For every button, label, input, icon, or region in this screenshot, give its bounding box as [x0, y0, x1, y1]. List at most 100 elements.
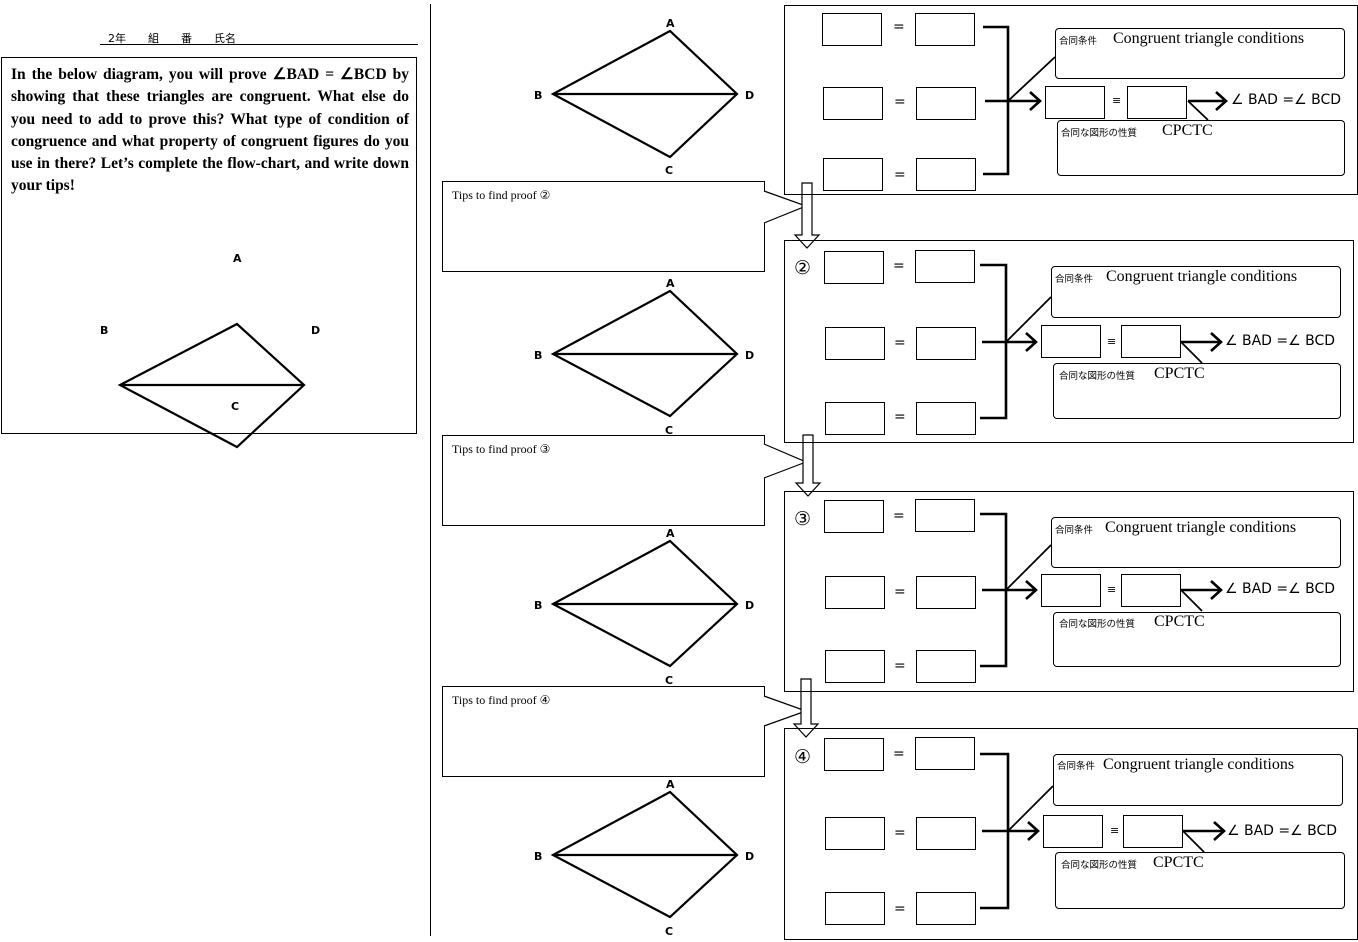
vertex-label-b: B — [534, 599, 542, 612]
condition-box[interactable]: 合同条件 Congruent triangle conditions — [1055, 28, 1345, 79]
proof-panel-2: ② = = = 合同条件 Congruent triangle conditio… — [784, 240, 1354, 443]
blank-box[interactable] — [825, 402, 885, 435]
conclusion-text: ∠ BAD =∠ BCD — [1231, 92, 1342, 108]
blank-box[interactable] — [916, 327, 976, 360]
vertex-label-d: D — [745, 599, 754, 612]
triangle-box[interactable] — [1041, 325, 1101, 358]
vertex-label-d: D — [745, 850, 754, 863]
equals-sign: = — [894, 335, 906, 351]
vertex-label-c: C — [665, 925, 673, 938]
blank-box[interactable] — [916, 892, 976, 925]
vertex-label-a: A — [666, 527, 675, 540]
blank-box[interactable] — [822, 13, 882, 46]
condition-box[interactable]: 合同条件 Congruent triangle conditions — [1053, 754, 1343, 806]
blank-box[interactable] — [916, 87, 976, 120]
condition-label-jp: 合同条件 — [1057, 761, 1096, 772]
congruent-sign: ≡ — [1107, 335, 1117, 348]
condition-label-en: Congruent triangle conditions — [1113, 30, 1305, 47]
conclusion-text: ∠ BAD =∠ BCD — [1225, 333, 1336, 349]
congruent-sign: ≡ — [1112, 94, 1122, 107]
vertex-label-b: B — [534, 349, 542, 362]
vertex-label-c: C — [665, 164, 673, 177]
property-box[interactable]: 合同な図形の性質 CPCTC — [1055, 852, 1345, 909]
blank-box[interactable] — [825, 892, 885, 925]
equals-sign: = — [894, 409, 906, 425]
kite-diagram: A B C D — [534, 17, 754, 177]
property-label-en: CPCTC — [1162, 122, 1213, 139]
vertex-label-d: D — [745, 349, 754, 362]
equals-sign: = — [893, 19, 905, 35]
student-info-header: 2年 組 番 氏名 — [108, 32, 236, 45]
triangle-box[interactable] — [1045, 86, 1105, 119]
blank-box[interactable] — [916, 817, 976, 850]
down-arrow-icon — [793, 182, 821, 249]
equals-sign: = — [894, 584, 906, 600]
equals-sign: = — [894, 94, 906, 110]
blank-box[interactable] — [916, 576, 976, 609]
triangle-box[interactable] — [1043, 815, 1103, 848]
equals-sign: = — [894, 658, 906, 674]
blank-box[interactable] — [824, 251, 884, 284]
triangle-box[interactable] — [1121, 574, 1181, 607]
triangle-box[interactable] — [1123, 815, 1183, 848]
equals-sign: = — [893, 746, 905, 762]
tip-box-3[interactable]: Tips to find proof ③ — [442, 435, 765, 526]
tip-label: Tips to find proof ② — [452, 188, 551, 202]
triangle-box[interactable] — [1041, 574, 1101, 607]
congruent-sign: ≡ — [1107, 583, 1117, 596]
property-label-en: CPCTC — [1154, 365, 1205, 382]
blank-box[interactable] — [915, 13, 975, 46]
blank-box[interactable] — [823, 87, 883, 120]
proof-number: ④ — [794, 746, 812, 768]
kite-diagram: A B C D — [534, 778, 754, 938]
condition-label-jp: 合同条件 — [1059, 36, 1098, 47]
instruction-box: In the below diagram, you will prove ∠BA… — [1, 57, 417, 449]
blank-box[interactable] — [823, 158, 883, 191]
property-label-jp: 合同な図形の性質 — [1061, 128, 1138, 139]
blank-box[interactable] — [916, 402, 976, 435]
condition-box[interactable]: 合同条件 Congruent triangle conditions — [1051, 517, 1341, 568]
vertex-label-c: C — [665, 674, 673, 687]
blank-box[interactable] — [915, 737, 975, 770]
instruction-text: In the below diagram, you will prove ∠BA… — [11, 66, 409, 195]
blank-box[interactable] — [825, 576, 885, 609]
conclusion-text: ∠ BAD =∠ BCD — [1225, 581, 1336, 597]
tip-label: Tips to find proof ④ — [452, 693, 551, 707]
conclusion-text: ∠ BAD =∠ BCD — [1227, 823, 1338, 839]
vertex-label-a: A — [233, 252, 242, 265]
condition-label-jp: 合同条件 — [1055, 274, 1094, 285]
triangle-box[interactable] — [1127, 86, 1187, 119]
tip-box-2[interactable]: Tips to find proof ② — [442, 181, 765, 272]
property-box[interactable]: 合同な図形の性質 CPCTC — [1057, 120, 1345, 176]
blank-box[interactable] — [825, 327, 885, 360]
blank-box[interactable] — [824, 500, 884, 533]
triangle-box[interactable] — [1121, 325, 1181, 358]
equals-sign: = — [893, 508, 905, 524]
condition-box[interactable]: 合同条件 Congruent triangle conditions — [1051, 266, 1341, 318]
proof-number: ③ — [794, 508, 812, 530]
condition-label-en: Congruent triangle conditions — [1105, 519, 1297, 536]
proof-panel-3: ③ = = = 合同条件 Congruent triangle conditio… — [784, 491, 1354, 692]
proof-panel-4: ④ = = = 合同条件 Congruent triangle conditio… — [784, 728, 1358, 940]
proof-panel-1: = = = 合同条件 Congruent triangle conditions… — [784, 5, 1358, 195]
blank-box[interactable] — [915, 499, 975, 532]
blank-box[interactable] — [824, 738, 884, 771]
tip-box-4[interactable]: Tips to find proof ④ — [442, 686, 765, 777]
blank-box[interactable] — [915, 250, 975, 283]
down-arrow-icon — [794, 434, 822, 497]
property-box[interactable]: 合同な図形の性質 CPCTC — [1053, 612, 1341, 667]
condition-label-en: Congruent triangle conditions — [1103, 756, 1295, 773]
blank-box[interactable] — [916, 158, 976, 191]
blank-box[interactable] — [825, 817, 885, 850]
property-label-jp: 合同な図形の性質 — [1061, 860, 1138, 871]
blank-box[interactable] — [825, 650, 885, 683]
vertex-label-d: D — [311, 324, 320, 337]
blank-box[interactable] — [916, 650, 976, 683]
vertex-label-a: A — [666, 778, 675, 791]
equals-sign: = — [893, 258, 905, 274]
property-label-en: CPCTC — [1153, 854, 1204, 871]
property-box[interactable]: 合同な図形の性質 CPCTC — [1053, 363, 1341, 419]
property-label-jp: 合同な図形の性質 — [1059, 371, 1136, 382]
